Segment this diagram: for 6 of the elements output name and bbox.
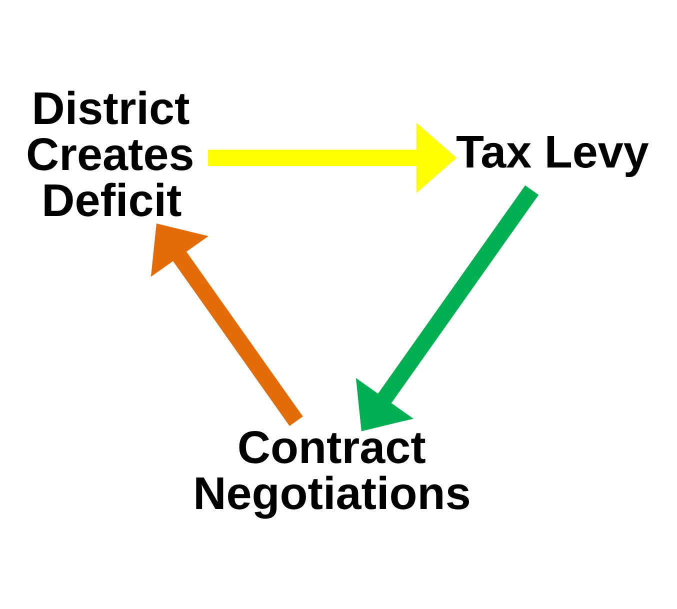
- arrow: [150, 224, 303, 426]
- arrow: [208, 122, 457, 194]
- node-text: Tax Levy: [456, 126, 649, 178]
- arrow: [356, 185, 539, 432]
- node-text: Contract Negotiations: [193, 421, 471, 520]
- node-text: District Creates Deficit: [26, 82, 194, 226]
